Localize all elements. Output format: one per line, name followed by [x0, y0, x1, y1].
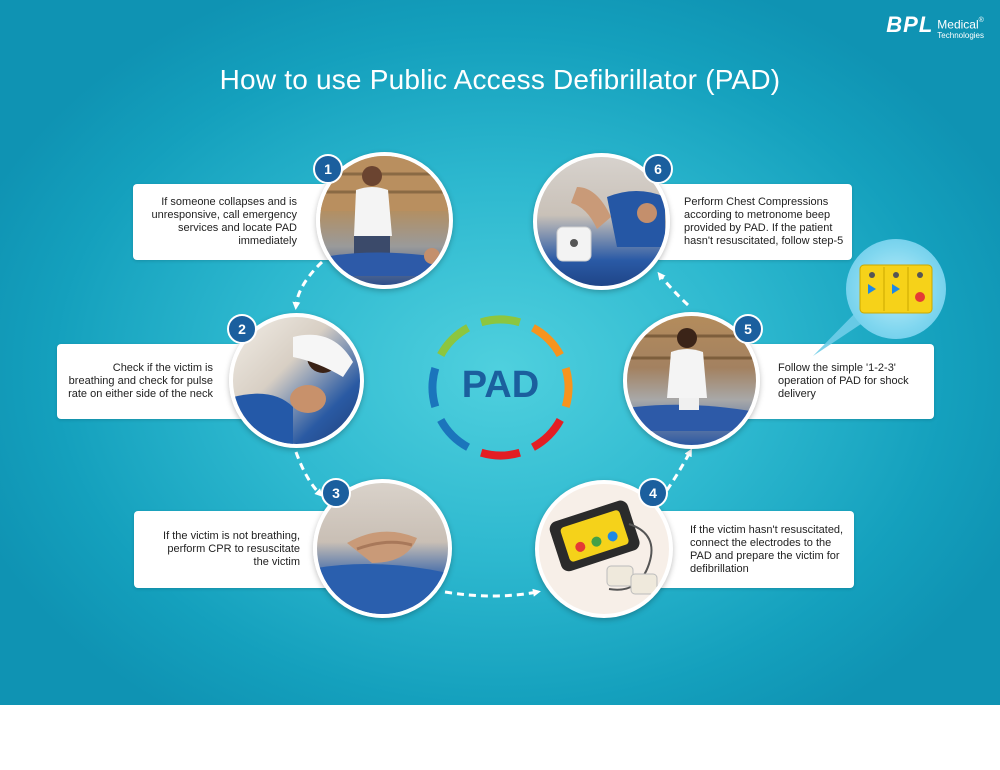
- ring-segment: [530, 417, 564, 451]
- pad-center-label: PAD: [461, 364, 540, 406]
- step-3-number-badge: 3: [321, 478, 351, 508]
- step-5-text: Follow the simple '1-2-3'operation of PA…: [778, 362, 909, 400]
- step-3-photo-cpr-hands-scene: [313, 479, 452, 618]
- arrow-5-to-6: [657, 271, 690, 307]
- ring-segment: [480, 315, 521, 327]
- page-title: How to use Public Access Defibrillator (…: [219, 64, 781, 95]
- step-4-text: If the victim hasn't resuscitated,connec…: [690, 523, 844, 575]
- step-1-number-badge: 1: [313, 154, 343, 184]
- device-callout-zoom: [846, 239, 946, 339]
- step-connector-arrows: [292, 260, 692, 598]
- ring-segment: [437, 417, 471, 451]
- step-3-card: If the victim is not breathing,perform C…: [134, 511, 330, 588]
- step-4-number-badge: 4: [638, 478, 668, 508]
- ring-segment: [561, 367, 573, 408]
- ring-segment: [530, 324, 564, 358]
- arrow-2-to-3: [294, 451, 323, 497]
- ring-segment: [437, 324, 471, 358]
- logo-brand: BPL: [886, 12, 934, 37]
- arrow-3-to-4: [444, 588, 541, 598]
- logo-medical: Medical: [937, 17, 979, 32]
- ring-segment: [428, 367, 440, 408]
- infographic-poster: BPL Medical® Technologies How to use Pub…: [0, 0, 1000, 705]
- bottom-margin: [0, 705, 1000, 770]
- bpl-logo: BPL Medical® Technologies: [886, 12, 984, 42]
- step-6-number-badge: 6: [643, 154, 673, 184]
- step-2-number-badge: 2: [227, 314, 257, 344]
- step-5-card: Follow the simple '1-2-3'operation of PA…: [736, 344, 934, 419]
- pad-color-ring: [428, 315, 573, 460]
- step-5-number-badge: 5: [733, 314, 763, 344]
- ring-segment: [480, 448, 521, 460]
- logo-registered-mark: ®: [978, 17, 984, 24]
- arrow-1-to-2: [292, 260, 324, 310]
- logo-technologies: Technologies: [937, 31, 984, 41]
- step-4-card: If the victim hasn't resuscitated,connec…: [658, 511, 854, 588]
- step-3-text: If the victim is not breathing,perform C…: [163, 530, 300, 568]
